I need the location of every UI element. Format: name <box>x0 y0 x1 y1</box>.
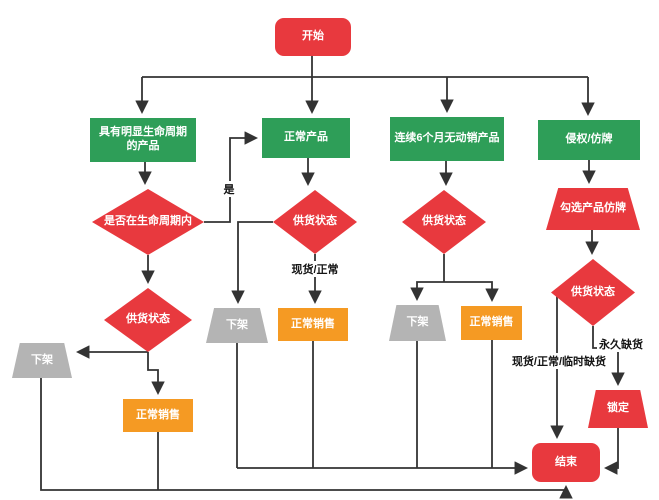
branch-infringement-node: 侵权/仿牌 <box>538 120 640 160</box>
branch-lifecycle-product-node: 具有明显生命周期的产品 <box>90 118 196 162</box>
offshelf-b3-node: 下架 <box>389 305 446 341</box>
check-counterfeit-node: 勾选产品仿牌 <box>546 188 640 230</box>
edge-label-in-stock-normal-temp: 现货/正常/临时缺货 <box>509 353 609 369</box>
normal-sale-b2-node: 正常销售 <box>278 308 348 341</box>
branch-no-sales-6-months-node: 连续6个月无动销产品 <box>390 117 504 161</box>
lock-node: 锁定 <box>588 390 648 428</box>
branch-normal-product-node: 正常产品 <box>262 118 350 158</box>
end-node: 结束 <box>532 443 600 482</box>
normal-sale-b1-node: 正常销售 <box>123 399 193 432</box>
offshelf-b2-node: 下架 <box>206 308 268 343</box>
edge-label-permanent-out-of-stock: 永久缺货 <box>597 336 645 352</box>
start-node: 开始 <box>275 18 351 56</box>
normal-sale-b3-node: 正常销售 <box>461 306 522 340</box>
offshelf-b1-node: 下架 <box>12 343 72 378</box>
edge-label-in-stock-normal: 现货/正常 <box>289 261 341 277</box>
edge-label-yes: 是 <box>221 181 237 197</box>
